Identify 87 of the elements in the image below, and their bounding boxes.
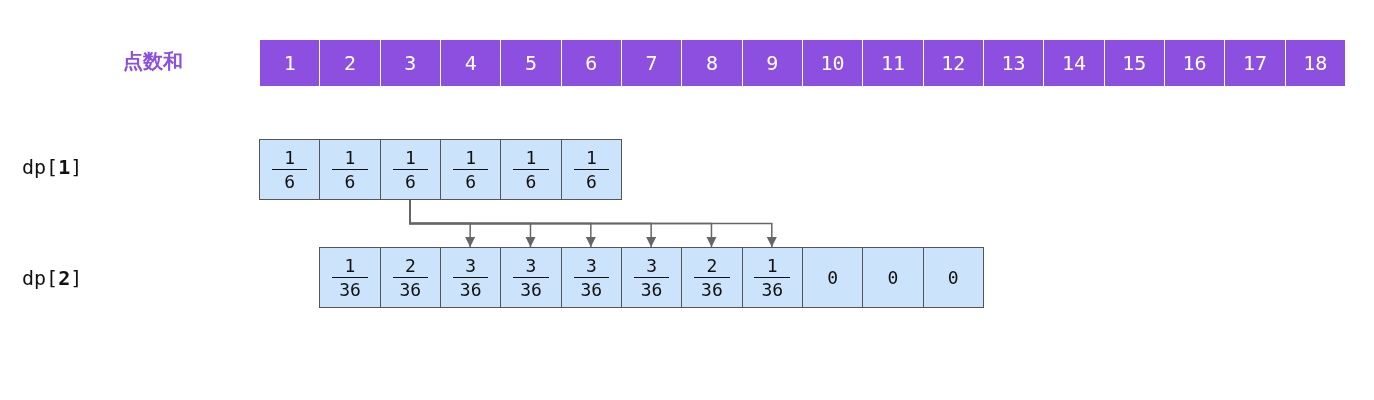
- fraction-numerator: 3: [525, 255, 537, 276]
- array-cell: [379, 247, 441, 308]
- cell-value: 0: [947, 267, 959, 288]
- index-cell: [379, 39, 441, 87]
- cell-value: 0: [827, 267, 839, 288]
- array-cell: [681, 247, 743, 308]
- fraction-denominator: 6: [465, 171, 477, 192]
- cell-value: 0: [887, 267, 899, 288]
- array-cell: [379, 139, 441, 200]
- index-cell: [500, 39, 562, 87]
- index-cell: [1103, 39, 1165, 87]
- fraction-numerator: 1: [465, 147, 477, 168]
- index-cell: [319, 39, 381, 87]
- row-label: dp[1]: [22, 155, 83, 179]
- index-cell: [862, 39, 924, 87]
- array-cell: [500, 139, 562, 200]
- index-cell: [560, 39, 622, 87]
- index-cell: [1284, 39, 1346, 87]
- cell-value: 8: [705, 51, 718, 75]
- cell-value: 7: [645, 51, 658, 75]
- cell-value: 4: [464, 51, 477, 75]
- index-cell: [440, 39, 502, 87]
- cell-value: 5: [524, 51, 537, 75]
- array-cell: [741, 247, 803, 308]
- index-cell: [681, 39, 743, 87]
- cell-value: 13: [1001, 51, 1026, 75]
- array-cell: [620, 247, 683, 308]
- cell-value: 3: [404, 51, 417, 75]
- cell-value: 9: [766, 51, 779, 75]
- index-cell: [922, 39, 984, 87]
- index-cell: [1043, 39, 1105, 87]
- array-cell: [922, 247, 984, 308]
- array-cell: [259, 139, 321, 200]
- cell-value: 18: [1303, 51, 1328, 75]
- cell-value: 6: [585, 51, 598, 75]
- array-cell: [862, 247, 924, 308]
- index-cell: [982, 39, 1045, 87]
- array-cell: [319, 247, 381, 308]
- index-cell: [801, 39, 864, 87]
- cell-value: 14: [1061, 51, 1086, 75]
- fraction-numerator: 1: [525, 147, 537, 168]
- row-label: dp[2]: [22, 266, 83, 290]
- fraction-numerator: 3: [465, 255, 477, 276]
- index-cell: [1163, 39, 1226, 87]
- fraction-denominator: 36: [520, 279, 542, 300]
- fraction-denominator: 36: [580, 279, 603, 300]
- fraction-denominator: 6: [585, 171, 597, 192]
- index-cell: [259, 39, 321, 87]
- cell-value: 2: [343, 51, 356, 75]
- cell-value: 15: [1122, 51, 1147, 75]
- array-cell: [560, 247, 622, 308]
- array-cell: [440, 247, 502, 308]
- fraction-numerator: 3: [585, 255, 597, 276]
- index-cell: [620, 39, 683, 87]
- array-cell: [440, 139, 502, 200]
- array-cell: [500, 247, 562, 308]
- fraction-numerator: 1: [766, 255, 778, 276]
- cell-value: 1: [283, 51, 296, 75]
- array-cell: [319, 139, 381, 200]
- fraction-denominator: 36: [459, 279, 482, 300]
- fraction-numerator: 3: [646, 255, 658, 276]
- index-cell: [1224, 39, 1286, 87]
- fraction-numerator: 1: [284, 147, 296, 168]
- cell-value: 16: [1182, 51, 1207, 75]
- fraction-denominator: 36: [701, 279, 723, 300]
- fraction-numerator: 1: [344, 147, 356, 168]
- cell-value: 11: [880, 51, 905, 75]
- fraction-denominator: 6: [284, 171, 296, 192]
- fraction-denominator: 36: [339, 279, 361, 300]
- row-label: 点数和: [123, 48, 183, 75]
- cell-value: 10: [820, 51, 845, 75]
- array-cell: [801, 247, 864, 308]
- index-cell: [741, 39, 803, 87]
- fraction-numerator: 2: [706, 255, 718, 276]
- array-cell: [560, 139, 622, 200]
- fraction-numerator: 1: [585, 147, 597, 168]
- fraction-denominator: 6: [404, 171, 416, 192]
- fraction-denominator: 6: [525, 171, 537, 192]
- fraction-denominator: 36: [640, 279, 663, 300]
- fraction-numerator: 2: [404, 255, 416, 276]
- fraction-denominator: 36: [399, 279, 422, 300]
- fraction-denominator: 36: [761, 279, 784, 300]
- fraction-numerator: 1: [404, 147, 416, 168]
- fraction-numerator: 1: [344, 255, 356, 276]
- cell-value: 17: [1242, 51, 1267, 75]
- fraction-denominator: 6: [344, 171, 356, 192]
- cell-value: 12: [941, 51, 966, 75]
